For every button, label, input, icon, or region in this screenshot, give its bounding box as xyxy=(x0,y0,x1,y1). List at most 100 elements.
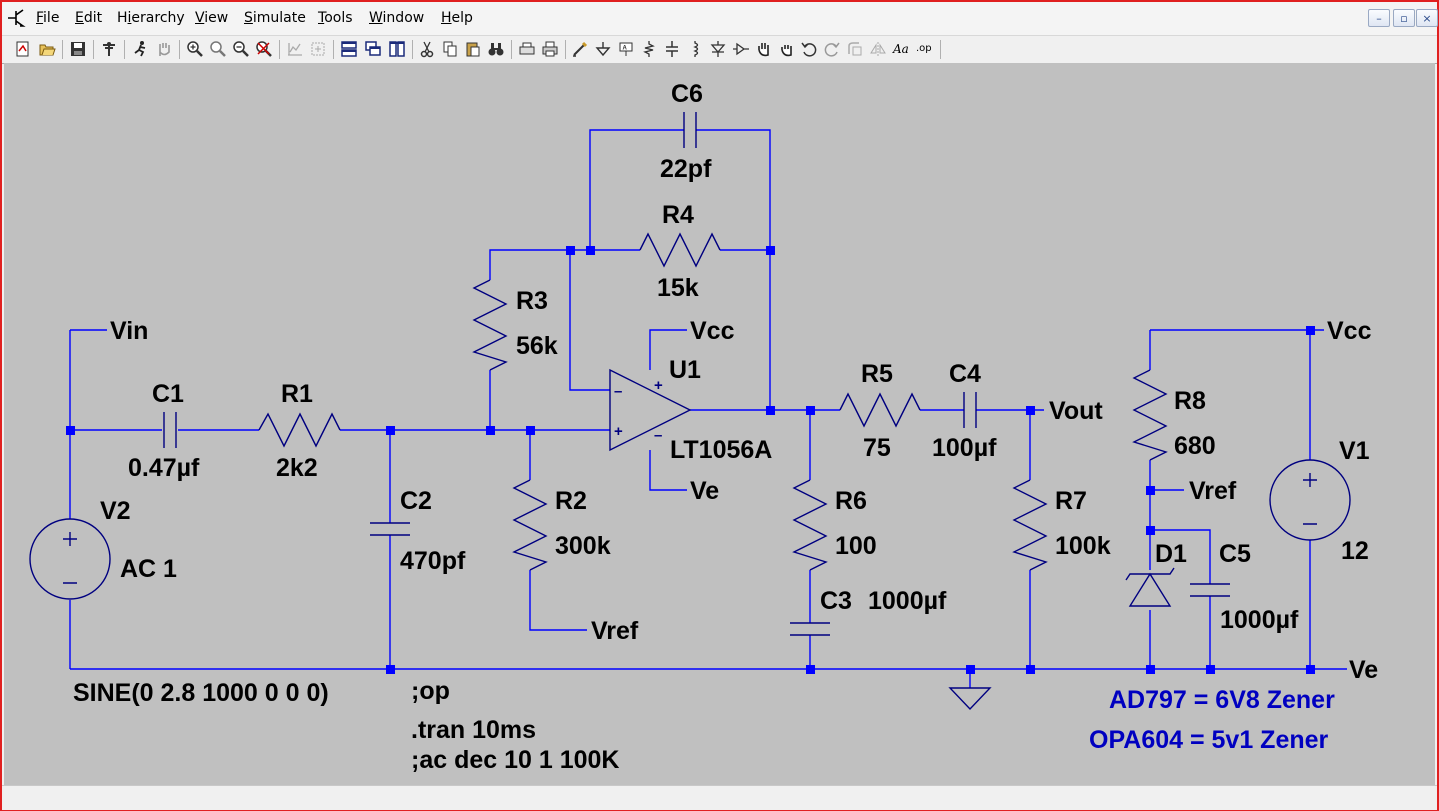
label-r3-value[interactable]: 56k xyxy=(516,332,558,360)
label-c3-value[interactable]: 1000µf xyxy=(868,587,947,615)
label-u1-value[interactable]: LT1056A xyxy=(670,436,772,464)
resistor-r4[interactable] xyxy=(639,232,721,268)
net-label-vout[interactable]: Vout xyxy=(1049,397,1103,425)
label-r7-ref[interactable]: R7 xyxy=(1055,487,1087,515)
zener-d1[interactable] xyxy=(1125,567,1175,607)
diode-icon[interactable] xyxy=(709,40,727,58)
label-c4-value[interactable]: 100µf xyxy=(932,434,997,462)
menu-window[interactable]: Window xyxy=(369,10,425,26)
label-r3-ref[interactable]: R3 xyxy=(516,287,548,315)
label-c3-ref[interactable]: C3 xyxy=(820,587,852,615)
resistor-r3[interactable] xyxy=(472,279,508,371)
rotate-icon[interactable] xyxy=(846,40,864,58)
net-label-vref-r2[interactable]: Vref xyxy=(591,617,639,645)
menu-hierarchy[interactable]: Hierarchy xyxy=(117,10,185,26)
label-r6-ref[interactable]: R6 xyxy=(835,487,867,515)
menu-file[interactable]: File xyxy=(36,10,60,26)
zoom-pan-icon[interactable] xyxy=(209,40,227,58)
opamp-u1[interactable] xyxy=(609,368,692,452)
print-icon[interactable] xyxy=(541,40,559,58)
autorange-icon[interactable] xyxy=(286,40,304,58)
drag-icon[interactable] xyxy=(778,40,796,58)
menu-simulate[interactable]: Simulate xyxy=(244,10,306,26)
label-net-icon[interactable]: A xyxy=(617,40,635,58)
find-icon[interactable] xyxy=(487,40,505,58)
draw-wire-icon[interactable] xyxy=(571,40,589,58)
capacitor-c5[interactable] xyxy=(1190,583,1230,597)
ground-symbol[interactable] xyxy=(948,687,992,711)
net-label-vin[interactable]: Vin xyxy=(110,317,148,345)
voltage-source-v2[interactable] xyxy=(29,518,111,600)
label-r1-value[interactable]: 2k2 xyxy=(276,454,318,482)
redo-icon[interactable] xyxy=(823,40,841,58)
capacitor-c1[interactable] xyxy=(163,412,177,448)
run-icon[interactable] xyxy=(131,40,149,58)
label-r2-value[interactable]: 300k xyxy=(555,532,611,560)
label-v2-value[interactable]: AC 1 xyxy=(120,555,177,583)
spice-directive-icon[interactable]: .op xyxy=(916,43,932,54)
zoom-in-icon[interactable] xyxy=(186,40,204,58)
cut-icon[interactable] xyxy=(418,40,436,58)
label-c5-value[interactable]: 1000µf xyxy=(1220,606,1299,634)
new-schematic-icon[interactable] xyxy=(14,40,32,58)
resistor-r2[interactable] xyxy=(512,479,548,571)
label-v2-ref[interactable]: V2 xyxy=(100,497,131,525)
label-r2-ref[interactable]: R2 xyxy=(555,487,587,515)
label-r4-value[interactable]: 15k xyxy=(657,274,699,302)
comment-opa604[interactable]: OPA604 = 5v1 Zener xyxy=(1089,726,1329,754)
close-button[interactable]: × xyxy=(1416,9,1438,27)
resistor-r1[interactable] xyxy=(258,412,341,448)
label-u1-ref[interactable]: U1 xyxy=(669,356,701,384)
label-c2-ref[interactable]: C2 xyxy=(400,487,432,515)
control-panel-icon[interactable] xyxy=(100,40,118,58)
label-v1-ref[interactable]: V1 xyxy=(1339,437,1370,465)
label-c5-ref[interactable]: C5 xyxy=(1219,540,1251,568)
menu-view[interactable]: View xyxy=(195,10,229,26)
resistor-r8[interactable] xyxy=(1132,369,1168,461)
undo-icon[interactable] xyxy=(800,40,818,58)
paste-icon[interactable] xyxy=(464,40,482,58)
net-label-vref-zener[interactable]: Vref xyxy=(1189,477,1237,505)
tile-horizontal-icon[interactable] xyxy=(340,40,358,58)
label-c1-ref[interactable]: C1 xyxy=(152,380,184,408)
pick-visible-icon[interactable] xyxy=(309,40,327,58)
label-r8-value[interactable]: 680 xyxy=(1174,432,1216,460)
component-icon[interactable] xyxy=(732,40,750,58)
capacitor-icon[interactable] xyxy=(663,40,681,58)
zoom-out-icon[interactable] xyxy=(232,40,250,58)
capacitor-c2[interactable] xyxy=(370,522,410,536)
move-icon[interactable] xyxy=(755,40,773,58)
save-icon[interactable] xyxy=(69,40,87,58)
halt-icon[interactable] xyxy=(155,40,173,58)
print-setup-icon[interactable] xyxy=(518,40,536,58)
directive-ac[interactable]: ;ac dec 10 1 100K xyxy=(411,746,619,774)
resistor-icon[interactable] xyxy=(640,40,658,58)
zoom-fit-icon[interactable] xyxy=(255,40,273,58)
label-c6-value[interactable]: 22pf xyxy=(660,155,712,183)
label-r8-ref[interactable]: R8 xyxy=(1174,387,1206,415)
label-c2-value[interactable]: 470pf xyxy=(400,547,466,575)
resistor-r5[interactable] xyxy=(839,392,921,428)
copy-icon[interactable] xyxy=(441,40,459,58)
text-icon[interactable]: Aa xyxy=(893,42,909,56)
label-d1-ref[interactable]: D1 xyxy=(1155,540,1187,568)
resistor-r6[interactable] xyxy=(792,479,828,571)
label-c4-ref[interactable]: C4 xyxy=(949,360,981,388)
cascade-icon[interactable] xyxy=(364,40,382,58)
label-c1-value[interactable]: 0.47µf xyxy=(128,454,200,482)
comment-ad797[interactable]: AD797 = 6V8 Zener xyxy=(1109,686,1335,714)
mirror-icon[interactable] xyxy=(869,40,887,58)
net-label-vcc-supply[interactable]: Vcc xyxy=(1327,317,1372,345)
label-r1-ref[interactable]: R1 xyxy=(281,380,313,408)
open-icon[interactable] xyxy=(38,40,56,58)
menu-edit[interactable]: Edit xyxy=(75,10,103,26)
capacitor-c3[interactable] xyxy=(790,622,830,636)
menu-help[interactable]: Help xyxy=(441,10,473,26)
minimize-button[interactable]: – xyxy=(1368,9,1390,27)
directive-op[interactable]: ;op xyxy=(411,677,450,705)
tile-vertical-icon[interactable] xyxy=(388,40,406,58)
net-label-ve-opamp[interactable]: Ve xyxy=(690,477,719,505)
label-r4-ref[interactable]: R4 xyxy=(662,201,694,229)
menu-tools[interactable]: Tools xyxy=(318,10,353,26)
label-r7-value[interactable]: 100k xyxy=(1055,532,1111,560)
